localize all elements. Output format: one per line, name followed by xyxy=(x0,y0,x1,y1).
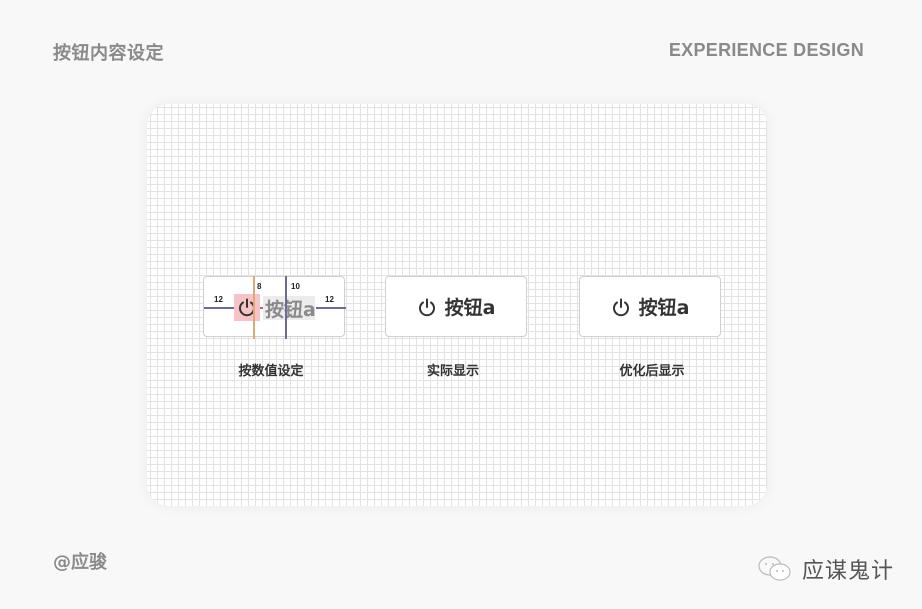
brand-watermark: 应谋鬼计 xyxy=(756,553,894,585)
left-padding-value: 12 xyxy=(214,295,223,304)
gap-connector xyxy=(260,307,265,309)
icon-text-gap-value: 8 xyxy=(257,282,262,291)
gap-line xyxy=(253,276,255,339)
optimized-display-button[interactable]: 按钮a xyxy=(579,276,721,337)
power-icon xyxy=(612,298,629,316)
spacing-annotations: 12 8 按钮a 10 12 xyxy=(203,276,347,339)
caption-optimized: 优化后显示 xyxy=(619,364,685,379)
text-offset-line xyxy=(285,276,287,339)
text-offset-value: 10 xyxy=(291,282,300,291)
button-label: 按钮a xyxy=(638,297,690,319)
left-padding-line xyxy=(204,307,234,309)
caption-actual: 实际显示 xyxy=(426,364,479,379)
power-icon xyxy=(418,298,435,316)
tagline: EXPERIENCE DESIGN xyxy=(668,40,864,60)
actual-display-button[interactable]: 按钮a xyxy=(385,276,527,337)
text-highlight-box xyxy=(263,296,315,320)
brand-name: 应谋鬼计 xyxy=(802,559,895,584)
page-title: 按钮内容设定 xyxy=(53,43,164,64)
caption-numeric: 按数值设定 xyxy=(238,364,304,379)
right-padding-value: 12 xyxy=(325,295,334,304)
wechat-icon xyxy=(758,556,791,581)
author: @应骏 xyxy=(53,552,107,573)
right-padding-line xyxy=(316,307,346,309)
button-label: 按钮a xyxy=(444,297,496,319)
grid-canvas: 12 8 按钮a 10 12 按数值设定 按钮a 实际显示 xyxy=(147,104,767,506)
button-label: 按钮a xyxy=(265,299,316,321)
